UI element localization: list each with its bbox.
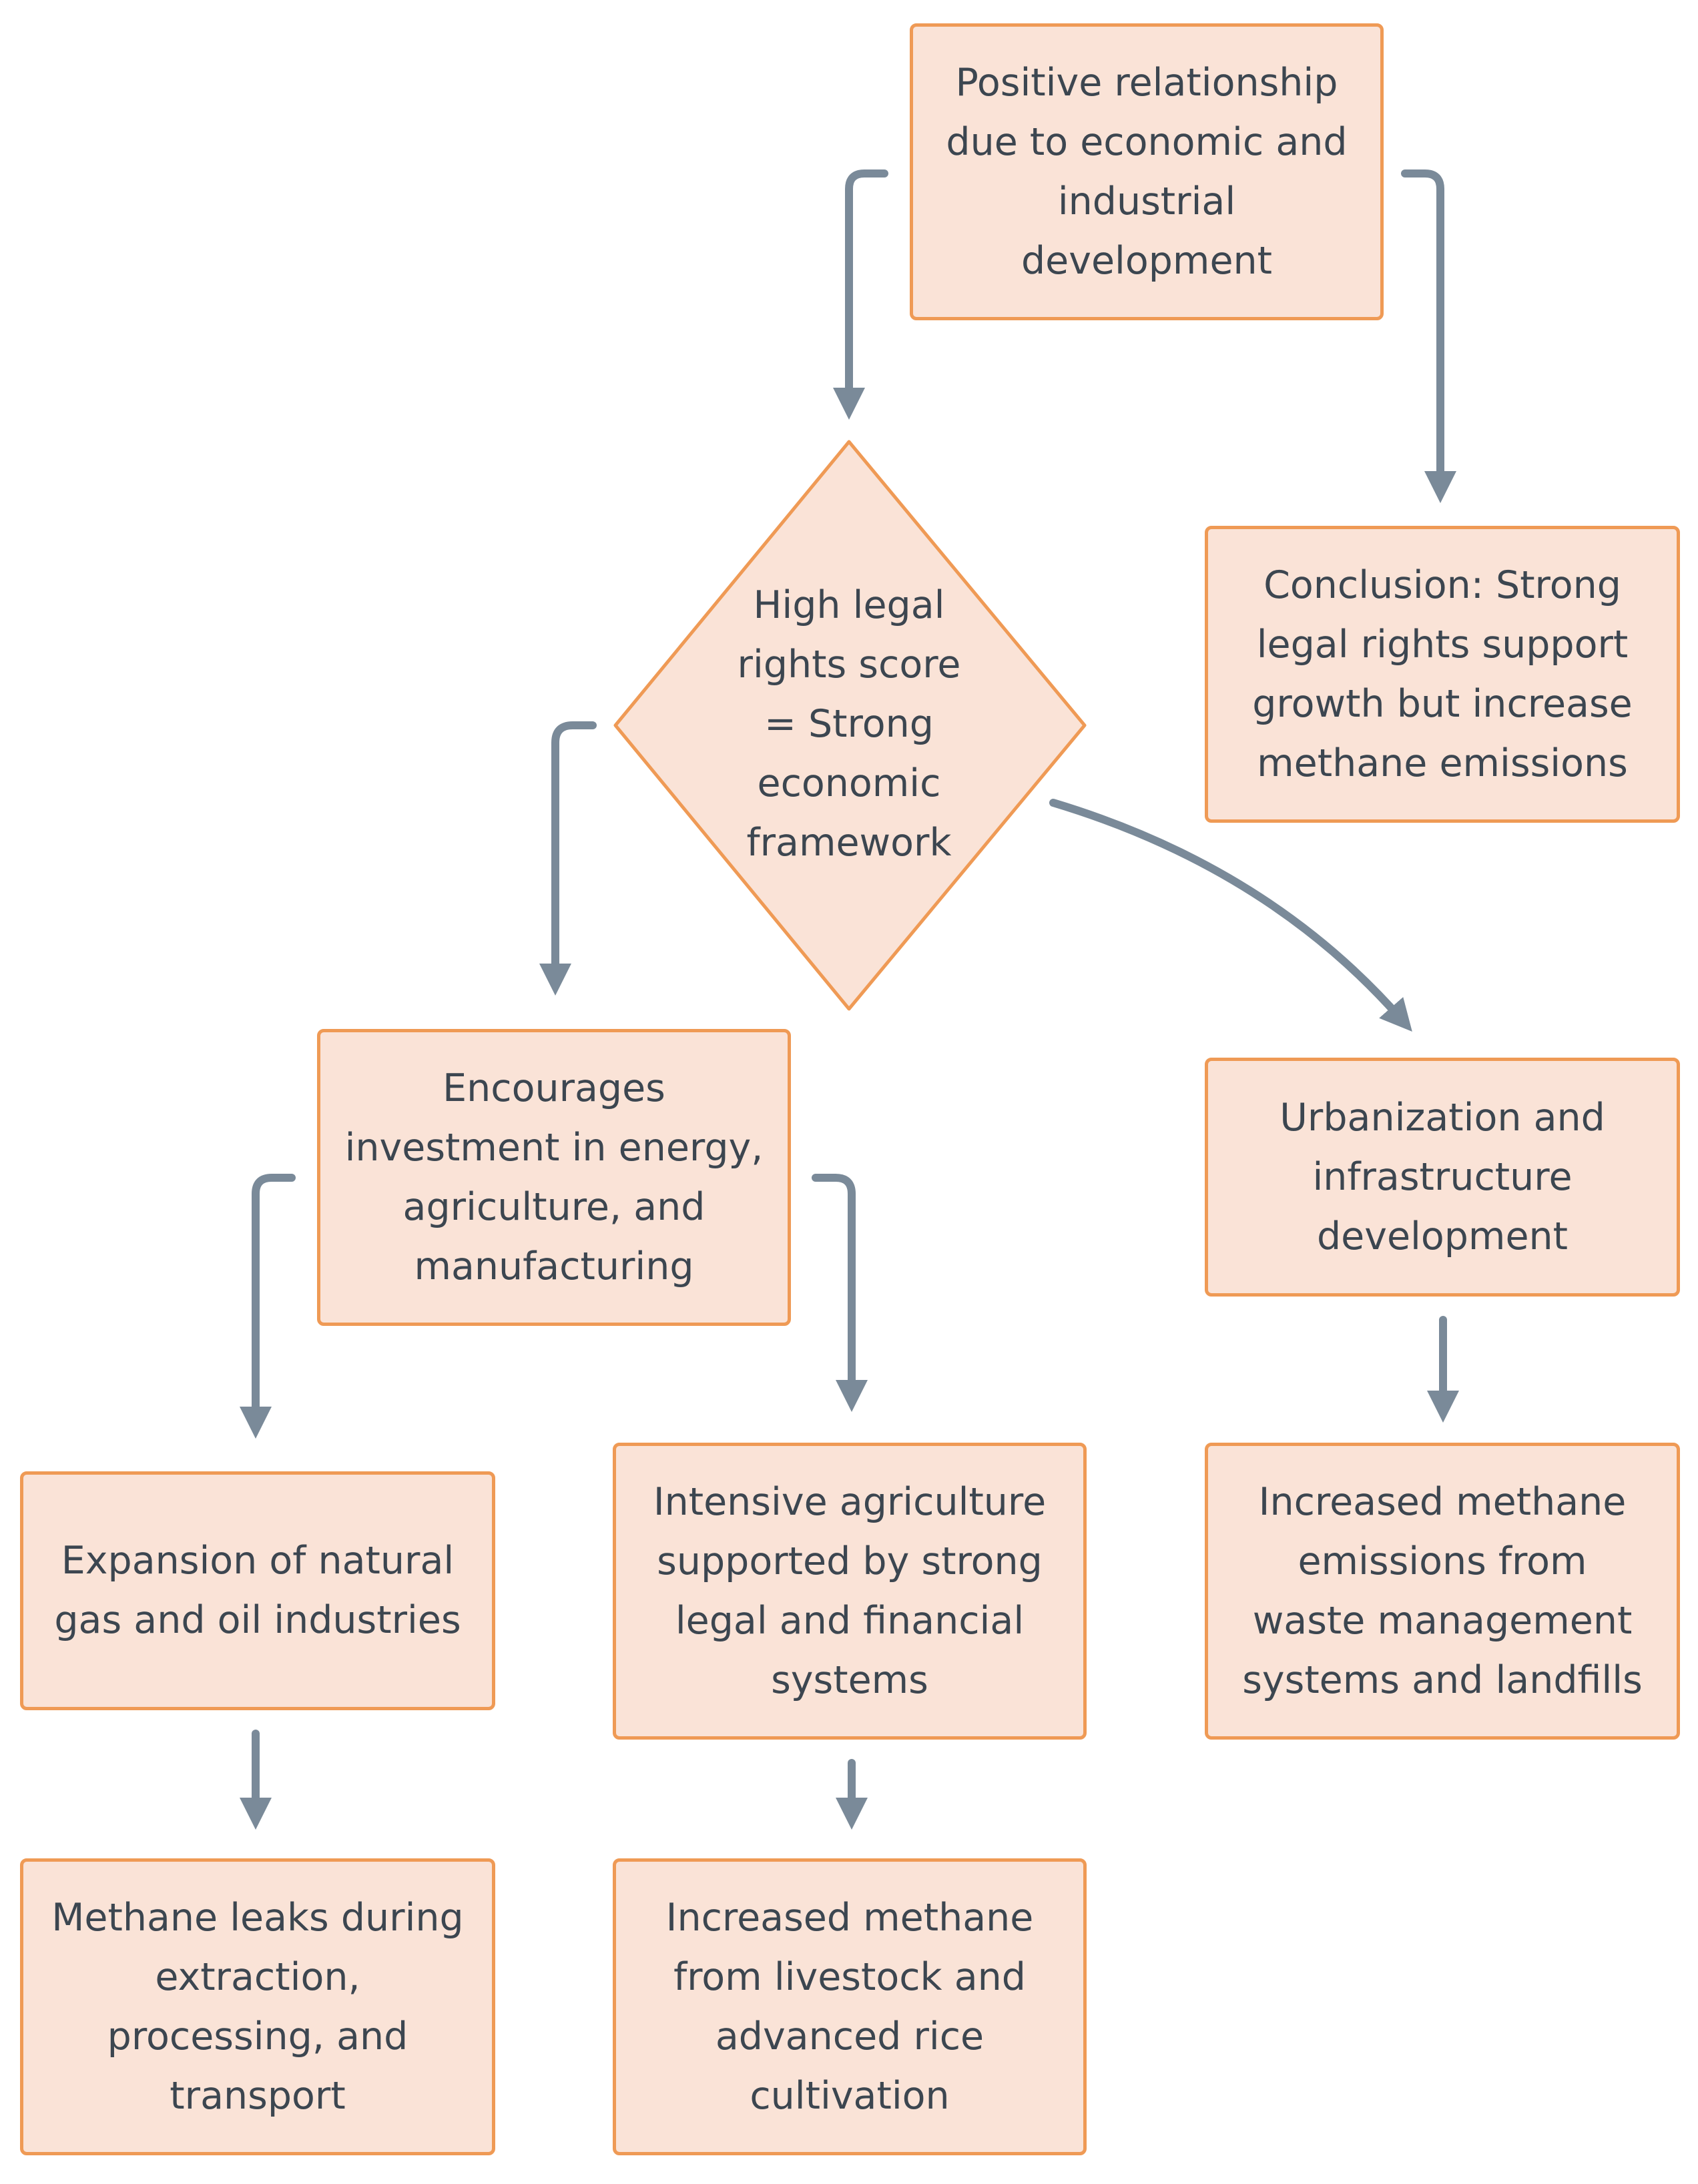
arrow-decision-to-investment <box>539 721 597 996</box>
decision-diamond <box>613 440 1087 1011</box>
node-leaks-label: Methane leaks during extraction, process… <box>51 1895 464 2118</box>
arrow-decision-to-urbanization <box>1049 799 1412 1032</box>
node-gas-oil-label: Expansion of natural gas and oil industr… <box>54 1539 461 1642</box>
node-conclusion: Conclusion: Strong legal rights support … <box>1205 526 1680 823</box>
node-waste: Increased methane emissions from waste m… <box>1205 1443 1680 1740</box>
node-top-label: Positive relationship due to economic an… <box>946 60 1348 283</box>
node-agriculture-label: Intensive agriculture supported by stron… <box>653 1479 1047 1702</box>
node-urbanization-label: Urbanization and infrastructure developm… <box>1280 1095 1605 1258</box>
node-livestock: Increased methane from livestock and adv… <box>613 1858 1087 2155</box>
arrow-investment-to-agriculture <box>812 1174 868 1412</box>
node-agriculture: Intensive agriculture supported by stron… <box>613 1443 1087 1740</box>
arrow-investment-to-gasoil <box>240 1174 296 1439</box>
node-livestock-label: Increased methane from livestock and adv… <box>665 1895 1034 2118</box>
node-waste-label: Increased methane emissions from waste m… <box>1242 1479 1643 1702</box>
node-investment-label: Encourages investment in energy, agricul… <box>344 1066 764 1289</box>
arrow-top-to-decision <box>833 169 888 420</box>
node-decision: High legal rights score = Strong economi… <box>694 561 1004 887</box>
node-urbanization: Urbanization and infrastructure developm… <box>1205 1058 1680 1297</box>
node-gas-oil: Expansion of natural gas and oil industr… <box>20 1471 495 1710</box>
node-leaks: Methane leaks during extraction, process… <box>20 1858 495 2155</box>
node-conclusion-label: Conclusion: Strong legal rights support … <box>1252 563 1633 785</box>
node-top: Positive relationship due to economic an… <box>910 23 1384 320</box>
arrow-top-to-conclusion <box>1401 169 1456 503</box>
node-decision-label: High legal rights score = Strong economi… <box>737 583 961 865</box>
node-investment: Encourages investment in energy, agricul… <box>317 1029 791 1326</box>
